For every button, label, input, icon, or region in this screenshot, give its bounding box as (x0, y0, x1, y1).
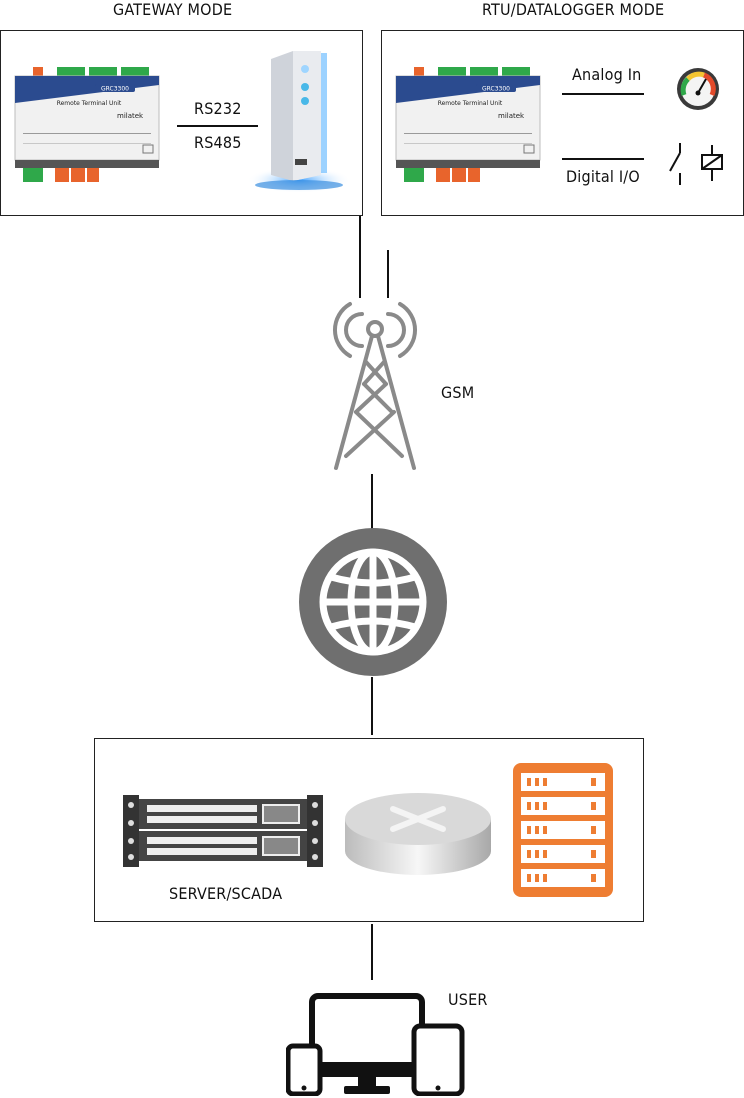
rs485-label: RS485 (194, 133, 242, 152)
rack-server-icon (123, 793, 323, 869)
svg-text:Remote Terminal Unit: Remote Terminal Unit (57, 100, 122, 107)
server-stack-icon (513, 763, 613, 897)
rs232-label: RS232 (194, 99, 242, 118)
analog-line (562, 93, 644, 95)
globe-server-line (371, 677, 373, 735)
gateway-mode-panel: GRC3300 Remote Terminal Unit milatek RS2… (0, 30, 363, 216)
router-icon (343, 789, 493, 881)
globe-icon (298, 527, 448, 677)
svg-text:GRC3300: GRC3300 (482, 86, 510, 93)
analog-in-label: Analog In (572, 65, 641, 84)
tower-globe-line (371, 474, 373, 532)
rtu-mode-panel: GRC3300 Remote Terminal Unit milatek Ana… (381, 30, 744, 216)
gateway-uplink-line (359, 216, 361, 298)
relay-icon (666, 141, 726, 187)
devices-icon (286, 992, 466, 1096)
digital-line (562, 158, 644, 160)
svg-text:GRC3300: GRC3300 (101, 86, 129, 93)
gateway-mode-heading: GATEWAY MODE (113, 0, 232, 19)
modem-icon (247, 47, 351, 197)
svg-text:Remote Terminal Unit: Remote Terminal Unit (438, 100, 503, 107)
svg-text:milatek: milatek (117, 112, 144, 120)
rtu-device-icon: GRC3300 Remote Terminal Unit milatek (13, 63, 161, 191)
server-scada-label: SERVER/SCADA (169, 884, 282, 903)
gsm-label: GSM (441, 383, 474, 402)
rtu-device-icon: GRC3300 Remote Terminal Unit milatek (394, 63, 542, 191)
svg-text:milatek: milatek (498, 112, 525, 120)
digital-io-label: Digital I/O (566, 167, 640, 186)
rtu-uplink-line (387, 250, 389, 298)
gauge-icon (674, 67, 722, 111)
cell-tower-icon (330, 296, 420, 474)
server-scada-panel: SERVER/SCADA (94, 738, 644, 922)
server-user-line (371, 924, 373, 980)
rtu-mode-heading: RTU/DATALOGGER MODE (482, 0, 664, 19)
serial-link-line (177, 125, 258, 127)
user-label: USER (448, 990, 488, 1009)
